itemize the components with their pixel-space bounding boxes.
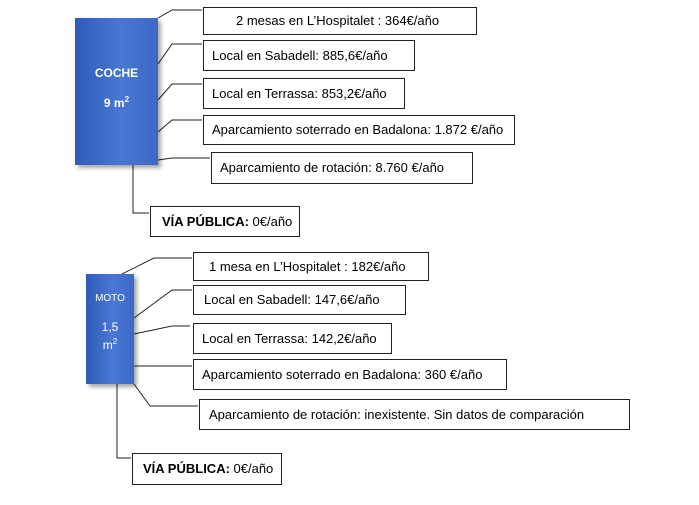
moto-box: MOTO 1,5 m2 [86,274,134,384]
connector-moto-2 [133,289,192,319]
connector-moto-5 [133,383,198,407]
moto-option-badalona: Aparcamiento soterrado en Badalona: 360 … [193,359,507,390]
moto-title: MOTO [95,293,125,304]
coche-option-badalona: Aparcamiento soterrado en Badalona: 1.87… [203,115,515,145]
connector-coche-via [132,165,149,214]
connector-coche-2 [157,43,202,65]
connector-coche-3 [157,83,202,101]
moto-area-value: 1,5 [101,320,119,334]
connector-moto-1 [121,257,192,275]
moto-option-sabadell: Local en Sabadell: 147,6€/año [193,285,406,315]
coche-title: COCHE [94,66,139,80]
moto-via-publica: VÍA PÚBLICA: 0€/año [132,453,282,485]
moto-option-terrassa: Local en Terrassa: 142,2€/año [193,323,392,354]
connector-coche-5 [157,157,210,161]
coche-option-hospitalet: 2 mesas en L’Hospitalet : 364€/año [203,7,477,35]
connector-coche-1 [157,9,202,19]
connector-moto-via [116,384,131,459]
coche-option-sabadell: Local en Sabadell: 885,6€/año [203,40,415,71]
connector-moto-3 [133,325,190,335]
coche-option-rotacion: Aparcamiento de rotación: 8.760 €/año [211,152,473,184]
coche-option-terrassa: Local en Terrassa: 853,2€/año [203,78,405,109]
coche-area: 9 m2 [103,95,130,110]
coche-box: COCHE 9 m2 [75,18,158,165]
moto-option-hospitalet: 1 mesa en L’Hospitalet : 182€/año [193,252,429,281]
moto-option-rotacion: Aparcamiento de rotación: inexistente. S… [199,399,630,430]
connector-coche-4 [157,119,202,133]
coche-via-publica: VÍA PÚBLICA: 0€/año [150,206,300,237]
moto-area-unit: m2 [102,337,118,352]
